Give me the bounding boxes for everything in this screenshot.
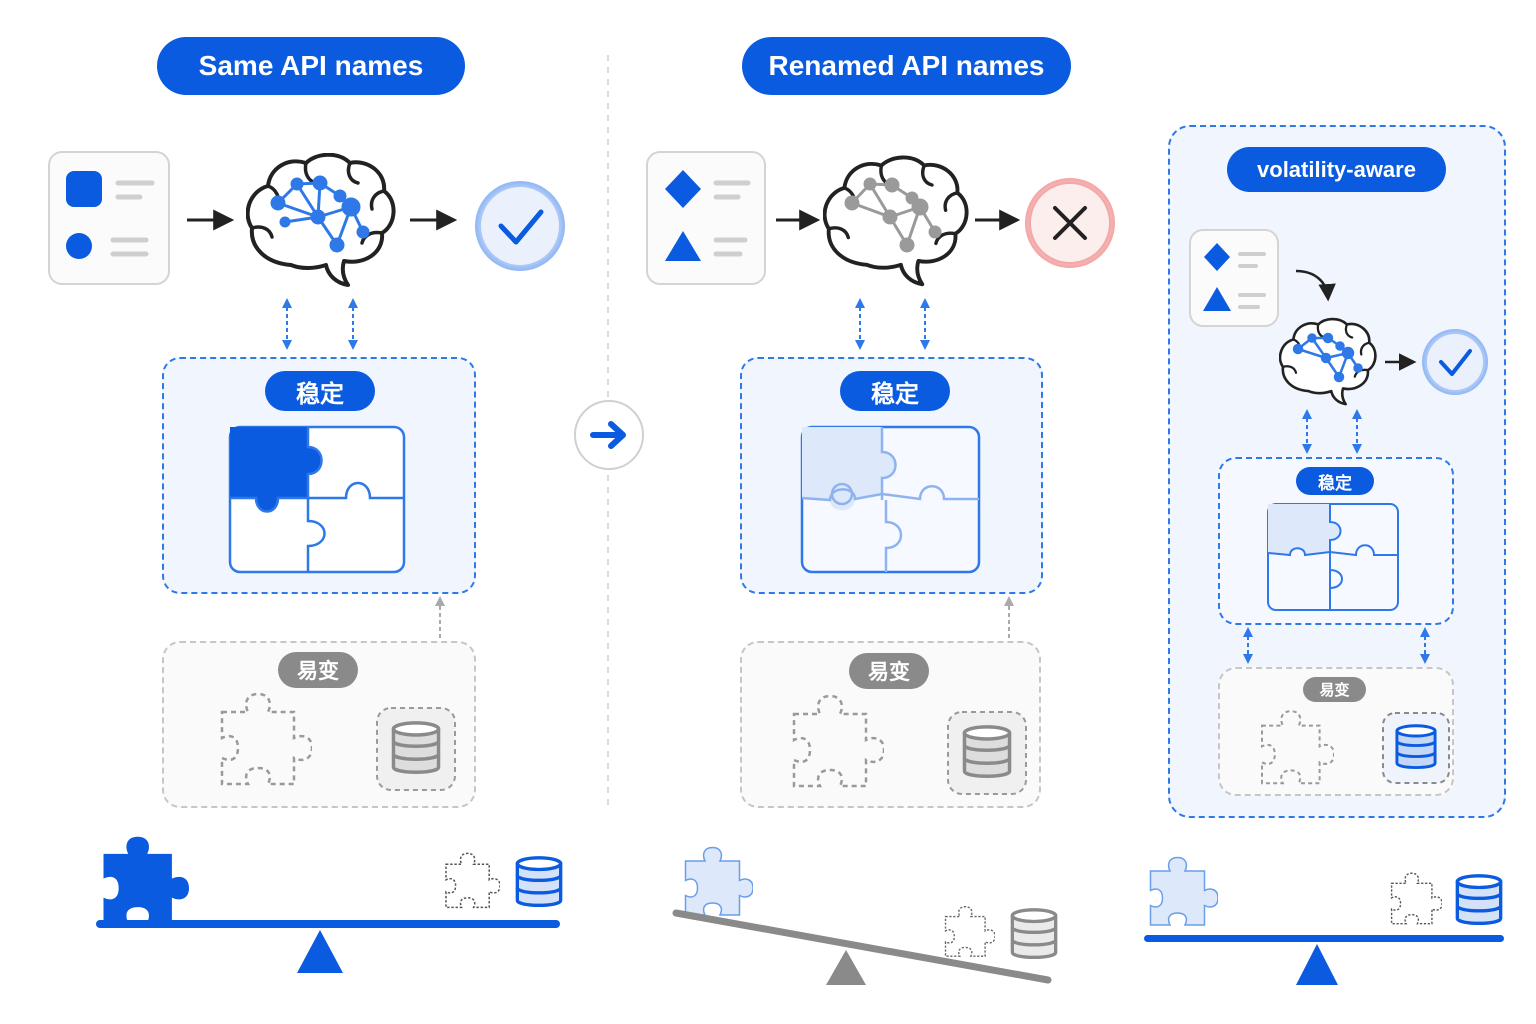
left-title: Same API names: [198, 50, 424, 81]
left-stable-pill: 稳定: [265, 371, 375, 411]
middle-volatile-label: 易变: [868, 661, 910, 684]
circle-icon: [66, 233, 92, 259]
left-volatile-puzzle-icon: [220, 692, 312, 786]
right-title-pill: volatility-aware: [1227, 147, 1446, 192]
left-seesaw-icon: [96, 836, 563, 973]
left-link-arrows: [282, 298, 358, 350]
middle-seesaw-icon: [672, 846, 1058, 985]
right-volatile-label: 易变: [1319, 682, 1350, 699]
right-success-check-icon: [1422, 329, 1488, 395]
right-stable-puzzle-icon: [1267, 503, 1399, 611]
middle-stable-puzzle-icon: [800, 425, 981, 574]
middle-failure-x-icon: [1025, 178, 1115, 268]
right-seesaw-database-icon: [1455, 874, 1503, 926]
right-curved-arrow: [1295, 269, 1336, 302]
left-volatile-database-icon: [376, 707, 456, 791]
right-stable-label: 稳定: [1318, 473, 1352, 493]
middle-brain-network-icon: [823, 155, 969, 287]
triangle-icon: [1203, 287, 1231, 311]
right-title: volatility-aware: [1257, 156, 1416, 182]
middle-api-card: [646, 151, 766, 285]
left-stable-label: 稳定: [296, 380, 344, 408]
middle-title: Renamed API names: [768, 50, 1045, 81]
right-seesaw-outline-puzzle-icon: [1390, 872, 1442, 925]
right-api-card-icons: [1203, 243, 1266, 311]
middle-stable-pill: 稳定: [840, 371, 950, 411]
middle-volatile-pill: 易变: [849, 653, 929, 689]
left-success-check-icon: [475, 181, 565, 271]
right-api-card: [1189, 229, 1279, 327]
diamond-icon: [665, 170, 701, 208]
left-volatile-label: 易变: [297, 660, 339, 683]
square-icon: [66, 171, 102, 207]
triangle-icon: [665, 231, 701, 261]
left-brain-network-icon: [246, 153, 396, 287]
left-seesaw-database-icon: [515, 856, 563, 908]
middle-api-card-icons: [665, 170, 751, 261]
right-volatile-pill: 易变: [1303, 677, 1366, 702]
middle-title-pill: Renamed API names: [742, 37, 1071, 95]
right-link-arrows: [1243, 409, 1430, 664]
transition-arrow-icon: [574, 400, 644, 470]
middle-seesaw-database-icon: [1010, 907, 1058, 960]
left-stable-puzzle-icon: [228, 425, 406, 574]
right-volatile-puzzle-icon: [1261, 710, 1334, 785]
left-title-pill: Same API names: [157, 37, 465, 95]
diamond-icon: [1204, 243, 1230, 271]
middle-stable-label: 稳定: [871, 380, 919, 408]
right-volatile-database-icon: [1382, 712, 1450, 784]
middle-seesaw-outline-puzzle-icon: [944, 905, 995, 957]
middle-volatile-database-icon: [947, 711, 1027, 795]
right-seesaw-icon: [1144, 856, 1504, 985]
left-api-card: [48, 151, 170, 285]
right-brain-network-icon: [1279, 317, 1377, 406]
right-stable-pill: 稳定: [1296, 467, 1374, 495]
left-volatile-pill: 易变: [278, 652, 358, 688]
left-api-card-icons: [66, 171, 155, 259]
left-seesaw-outline-puzzle-icon: [445, 852, 500, 909]
middle-link-arrows: [855, 298, 930, 350]
middle-volatile-puzzle-icon: [792, 694, 884, 788]
